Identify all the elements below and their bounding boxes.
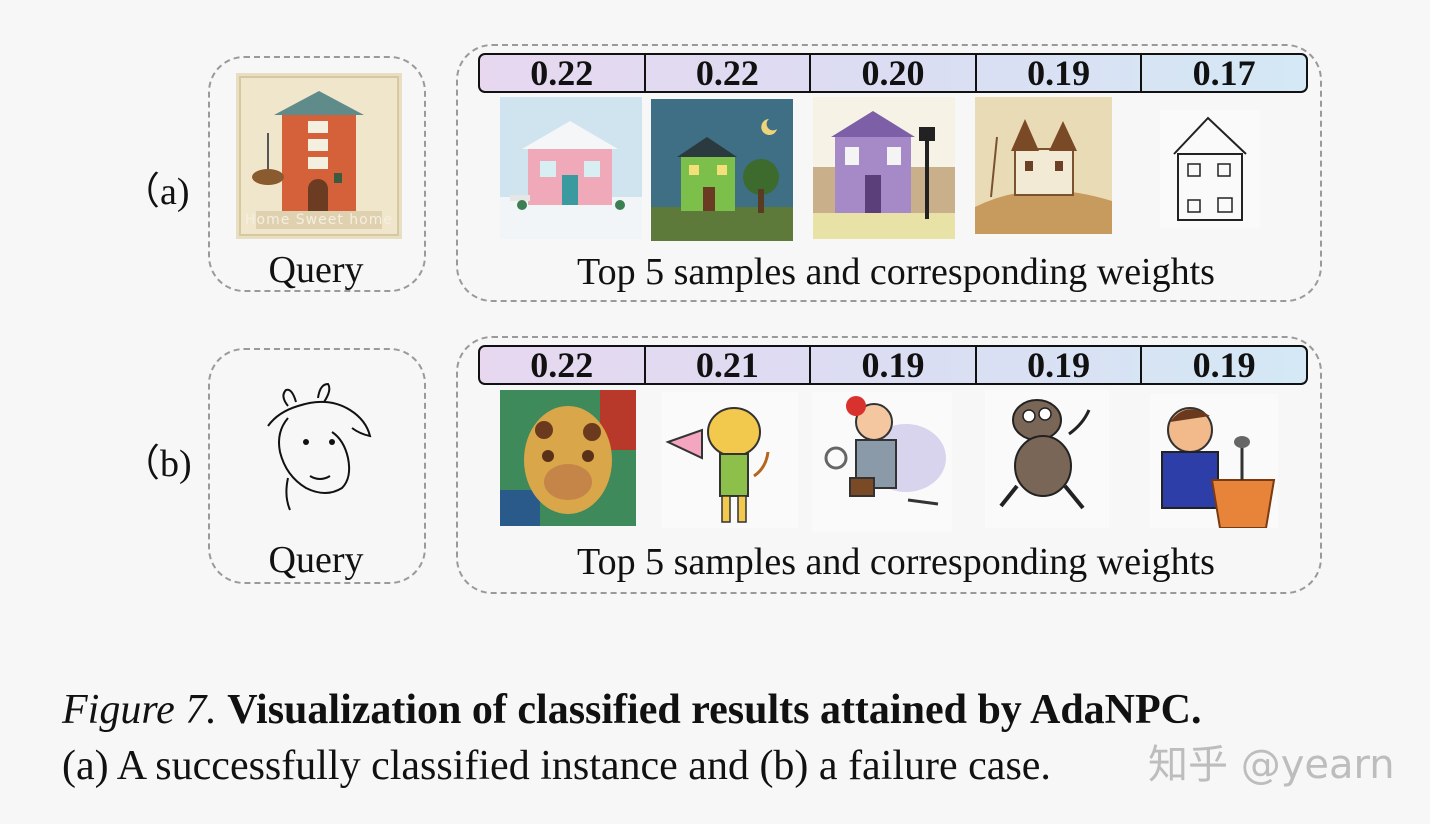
sample-a2-green-house-image	[651, 99, 793, 241]
row-b-label: （b)	[122, 443, 192, 485]
weight-bar-a: 0.22 0.22 0.20 0.19 0.17	[478, 53, 1308, 93]
sample-b4-cartoon-dog-image	[985, 390, 1109, 528]
weight-b-4: 0.19	[974, 347, 1141, 383]
query-image-giraffe-sketch	[248, 378, 384, 514]
watermark-text: 知乎 @yearn	[1148, 742, 1395, 788]
figure-number: Figure 7.	[62, 687, 217, 733]
sample-b1-giraffe-painting-image	[500, 390, 636, 526]
weight-a-3: 0.20	[809, 55, 975, 91]
sample-b2-cartoon-giraffe-image	[662, 392, 798, 528]
row-a-label: （a)	[122, 171, 190, 213]
weight-a-4: 0.19	[974, 55, 1141, 91]
sample-a1-pink-house-image	[500, 97, 642, 239]
query-label-a: Query	[268, 249, 364, 291]
weight-a-5: 0.17	[1140, 55, 1306, 91]
figure-caption: Figure 7. Visualization of classified re…	[62, 682, 1402, 794]
home-sweet-home-text: Home Sweet home	[245, 212, 393, 228]
weight-a-2: 0.22	[643, 55, 810, 91]
weight-b-5: 0.19	[1140, 347, 1306, 383]
sample-b3-windup-businessman-image	[812, 392, 952, 532]
figure-title: Visualization of classified results atta…	[227, 687, 1202, 733]
figure-description: (a) A successfully classified instance a…	[62, 743, 1051, 789]
sample-a4-sepia-castle-image	[975, 97, 1112, 234]
samples-box-b	[456, 336, 1322, 594]
weight-b-2: 0.21	[643, 347, 810, 383]
weight-a-1: 0.22	[530, 53, 594, 93]
samples-box-a	[456, 44, 1322, 302]
samples-caption-a: Top 5 samples and corresponding weights	[577, 251, 1215, 293]
query-image-house-painting	[236, 73, 402, 239]
weight-bar-b: 0.22 0.21 0.19 0.19 0.19	[478, 345, 1308, 385]
sample-a3-purple-house-image	[813, 97, 955, 239]
weight-b-3: 0.19	[809, 347, 975, 383]
sample-b5-speaker-podium-image	[1150, 394, 1278, 528]
query-box-b	[208, 348, 426, 584]
query-label-b: Query	[268, 539, 364, 581]
samples-caption-b: Top 5 samples and corresponding weights	[577, 541, 1215, 583]
query-box-a	[208, 56, 426, 292]
sample-a5-house-sketch-image	[1160, 110, 1260, 228]
weight-b-1: 0.22	[530, 345, 594, 385]
